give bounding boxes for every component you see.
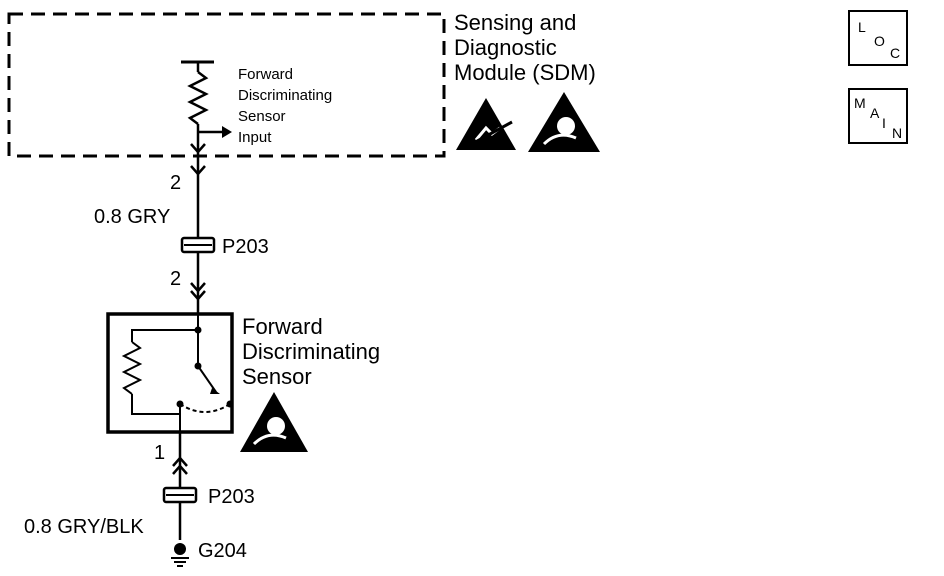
main-letter-a: A [870, 105, 880, 121]
sensor-label: Forward Discriminating Sensor [242, 314, 380, 389]
connector-label-upper: P203 [222, 236, 269, 258]
sensor-input-line-4: Input [238, 129, 272, 146]
main-letter-m: M [854, 95, 866, 111]
loc-letter-l: L [858, 19, 866, 35]
pin-label-sensor-upper: 2 [170, 268, 182, 290]
airbag-icon-sdm [528, 92, 600, 152]
sensor-label-line-3: Sensor [242, 364, 312, 389]
sensor-label-line-2: Discriminating [242, 339, 381, 364]
ground-label: G204 [198, 540, 247, 562]
ground-symbol [174, 543, 186, 555]
loc-letter-o: O [874, 33, 885, 49]
main-letter-n: N [892, 125, 903, 141]
sdm-boundary [7, 12, 446, 158]
loc-letter-c: C [890, 45, 901, 61]
sdm-resistor [187, 71, 209, 125]
wire-label-upper: 0.8 GRY [94, 206, 171, 228]
sensor-switch [197, 365, 217, 393]
sdm-label-line-1: Sensing and [454, 10, 577, 35]
sdm-label-line-2: Diagnostic [454, 35, 557, 60]
input-arrow [222, 126, 232, 138]
sdm-label: Sensing and Diagnostic Module (SDM) [454, 10, 596, 85]
sensor-resistor [121, 341, 143, 395]
sensor-label-line-1: Forward [242, 314, 323, 339]
sdm-label-line-3: Module (SDM) [454, 60, 596, 85]
sensor-input-label: Forward Discriminating Sensor Input [238, 64, 332, 148]
main-button[interactable]: M A I N [848, 88, 908, 144]
esd-sensitive-icon [456, 98, 516, 150]
sensor-boundary [106, 312, 234, 434]
airbag-icon-sensor [240, 392, 308, 452]
sensor-input-line-2: Discriminating [238, 87, 333, 104]
pin-label-sensor-lower: 1 [154, 442, 166, 464]
loc-button[interactable]: L O C [848, 10, 908, 66]
connector-label-lower: P203 [208, 486, 255, 508]
wire-label-lower: 0.8 GRY/BLK [24, 516, 144, 538]
sensor-input-line-1: Forward [238, 66, 294, 83]
sensor-input-line-3: Sensor [238, 108, 286, 125]
main-letter-i: I [882, 115, 886, 131]
pin-label-sdm: 2 [170, 172, 182, 194]
